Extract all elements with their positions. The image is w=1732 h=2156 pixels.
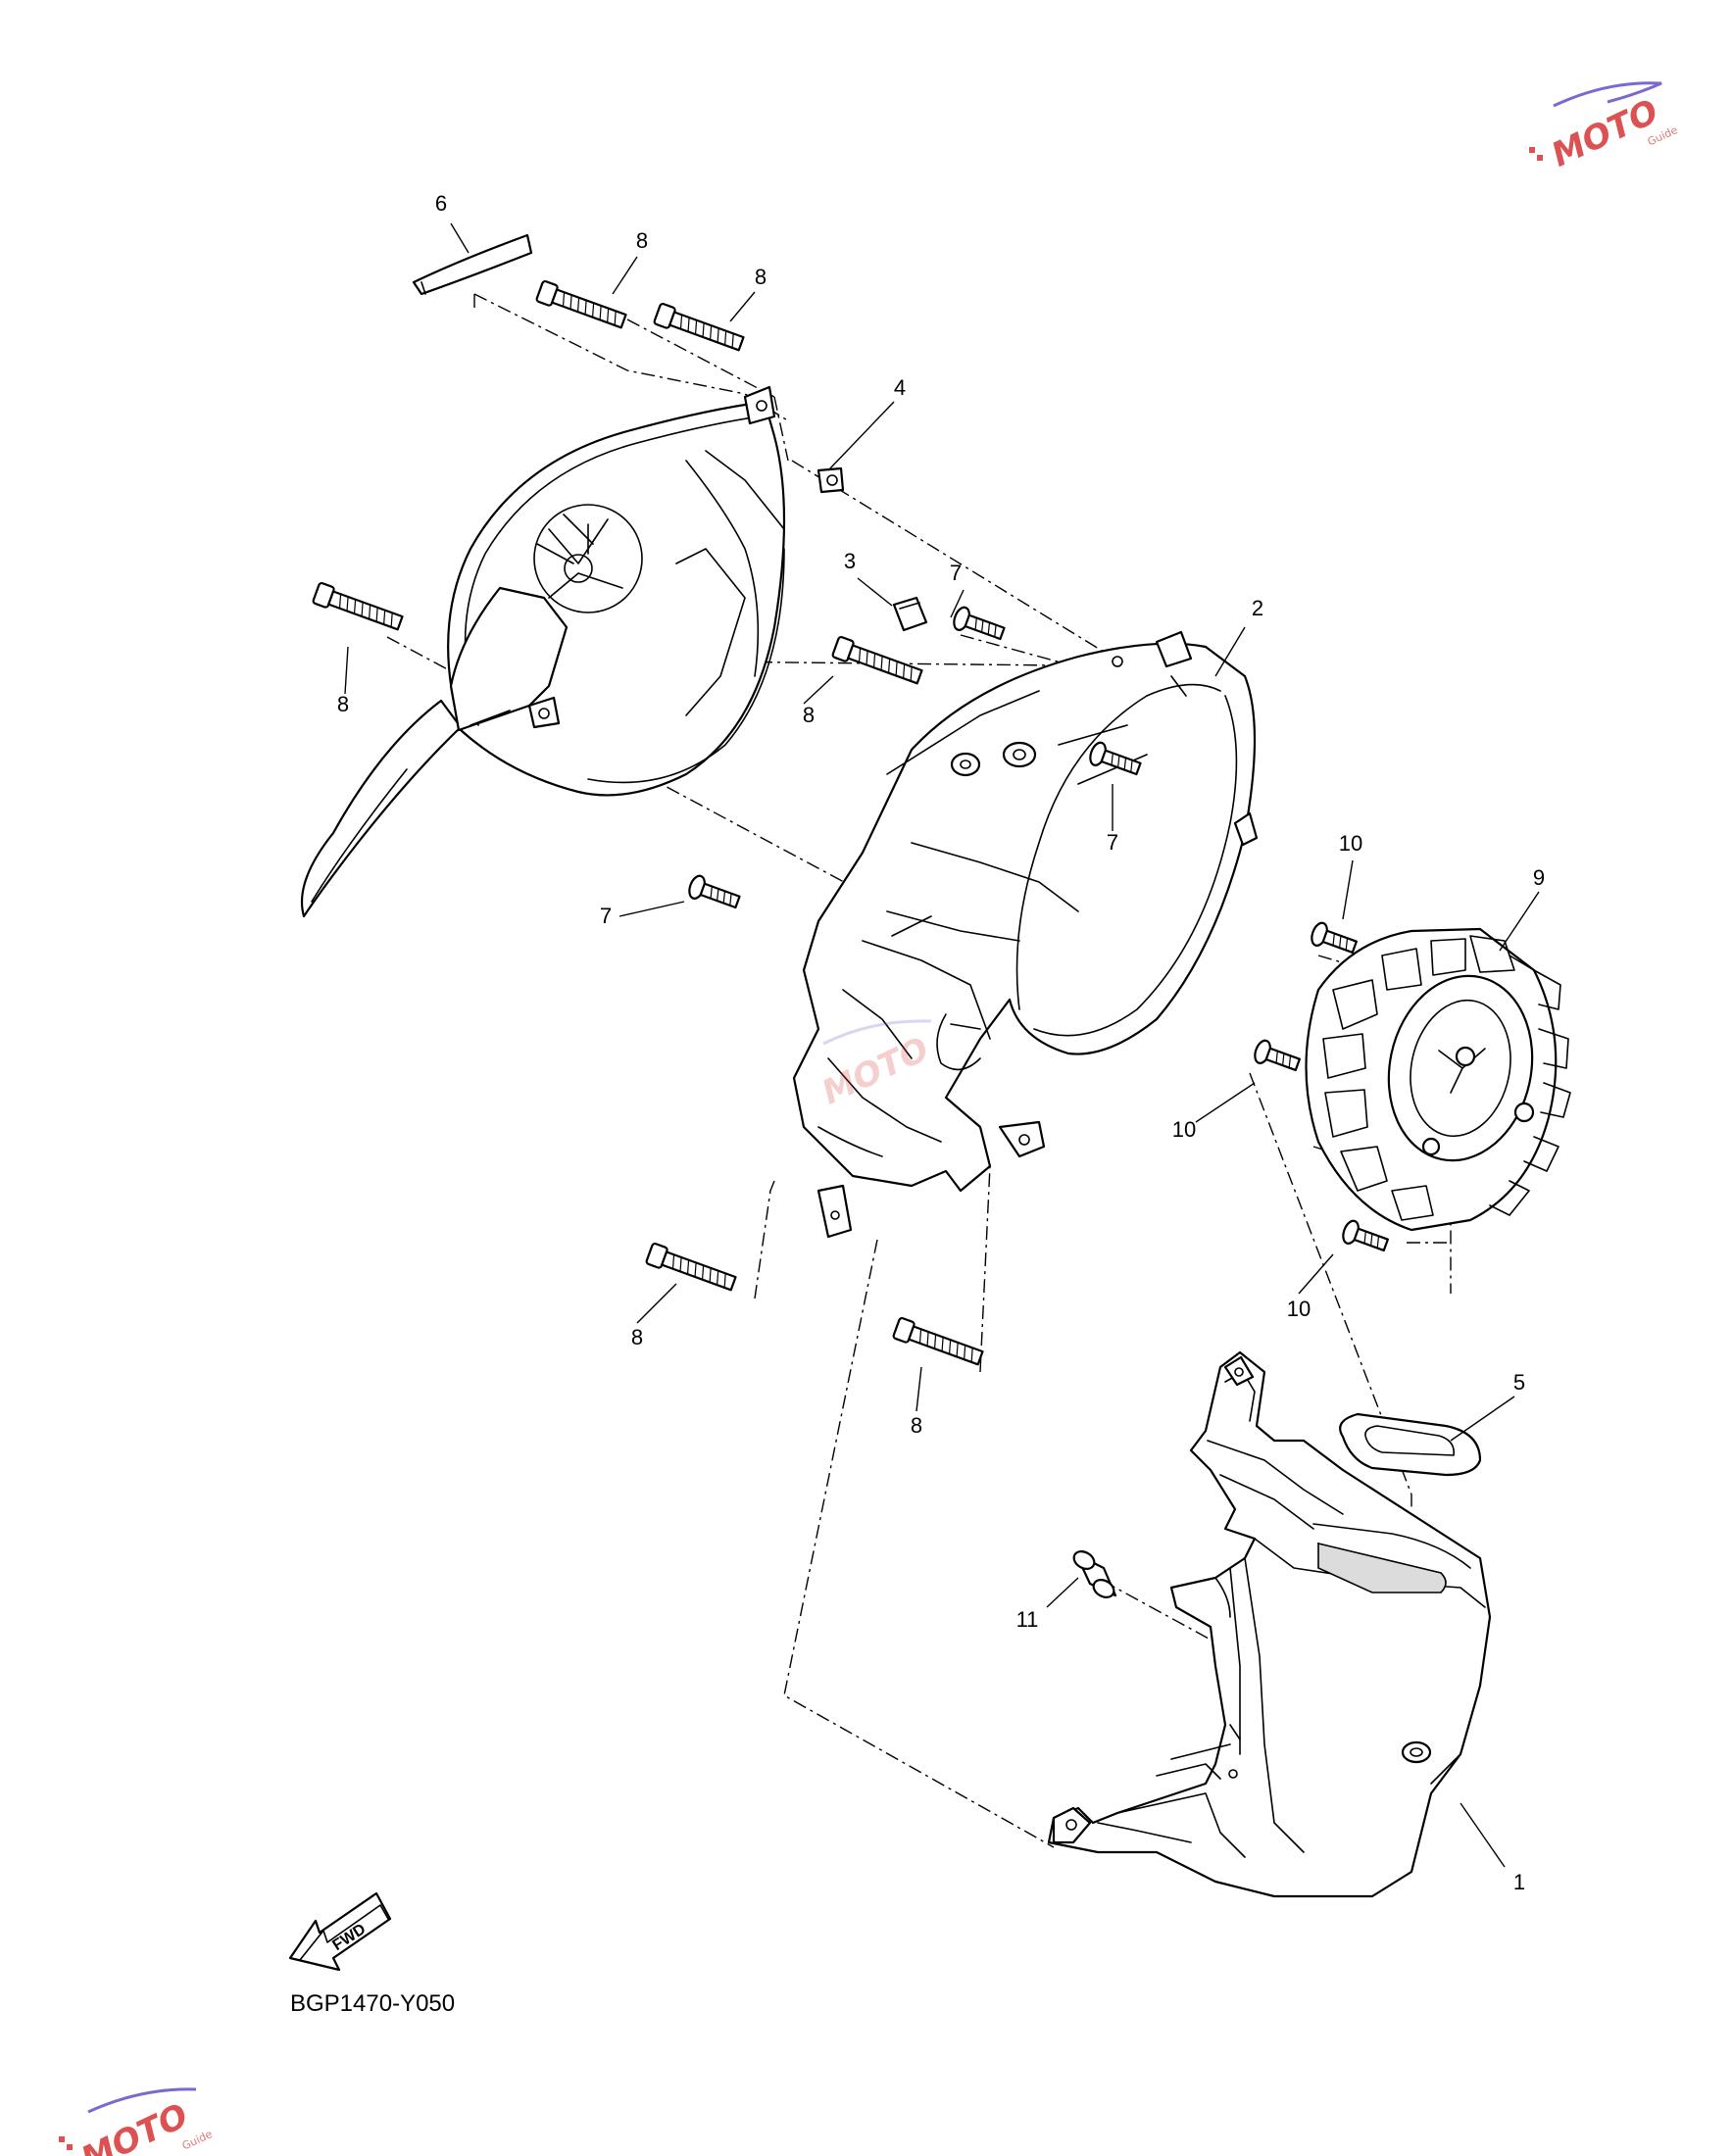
callout-10: 10 (1287, 1297, 1311, 1321)
callout-5: 5 (1513, 1370, 1525, 1395)
callout-8: 8 (755, 265, 767, 289)
callout-7: 7 (600, 904, 612, 928)
bolt-8f (892, 1316, 984, 1366)
callout-8: 8 (636, 228, 648, 253)
bolt-8b (653, 302, 745, 352)
callout-1: 1 (1513, 1870, 1525, 1894)
callout-3: 3 (844, 549, 856, 573)
callout-8: 8 (337, 692, 349, 716)
screw-7b (1089, 741, 1142, 776)
callouts: 6 8 8 4 3 7 2 8 8 7 10 9 7 10 10 8 8 5 1… (337, 191, 1545, 1894)
diagram-code: BGP1470-Y050 (290, 1990, 455, 2017)
callout-7: 7 (1107, 830, 1118, 855)
screw-10a (1311, 921, 1358, 955)
part-9-cooling-fan (1305, 927, 1571, 1232)
screws-10 (1254, 921, 1389, 1252)
callout-8: 8 (911, 1413, 922, 1438)
screws-7 (688, 606, 1142, 909)
part-4-fan-cover (300, 385, 845, 918)
part-1-air-duct (1047, 1350, 1492, 1898)
screw-10c (1342, 1219, 1389, 1252)
callout-2: 2 (1252, 596, 1263, 620)
part-5-seal (1339, 1412, 1482, 1477)
watermark-brand: MOTO (75, 2096, 194, 2156)
callout-8: 8 (631, 1325, 643, 1349)
callout-9: 9 (1533, 865, 1545, 890)
callout-7: 7 (950, 561, 962, 585)
callout-10: 10 (1172, 1117, 1196, 1142)
bolt-8a (535, 279, 627, 329)
callout-10: 10 (1339, 831, 1362, 856)
screw-10b (1254, 1039, 1301, 1072)
watermark-logo-top: MOTO Guide (1529, 81, 1680, 175)
callout-11: 11 (1016, 1607, 1039, 1632)
part-3-pad (892, 596, 928, 632)
callout-8: 8 (803, 703, 815, 727)
callout-4: 4 (894, 375, 906, 400)
watermark-brand: MOTO (1546, 92, 1664, 175)
bolts-8 (312, 279, 984, 1366)
leader-lines (344, 222, 1540, 1868)
part-11-collar (1072, 1550, 1117, 1598)
part-2-shroud (792, 630, 1259, 1239)
callout-6: 6 (435, 191, 447, 216)
screw-7a (953, 606, 1006, 641)
bolt-8e (645, 1242, 737, 1292)
bolt-8c (312, 581, 404, 631)
screw-7c (688, 874, 741, 909)
bolt-8d (831, 635, 923, 685)
watermark-logo-bottom: MOTO Guide (59, 2087, 215, 2156)
fwd-arrow: FWD (288, 1891, 392, 1972)
part-6-strip (412, 233, 533, 296)
